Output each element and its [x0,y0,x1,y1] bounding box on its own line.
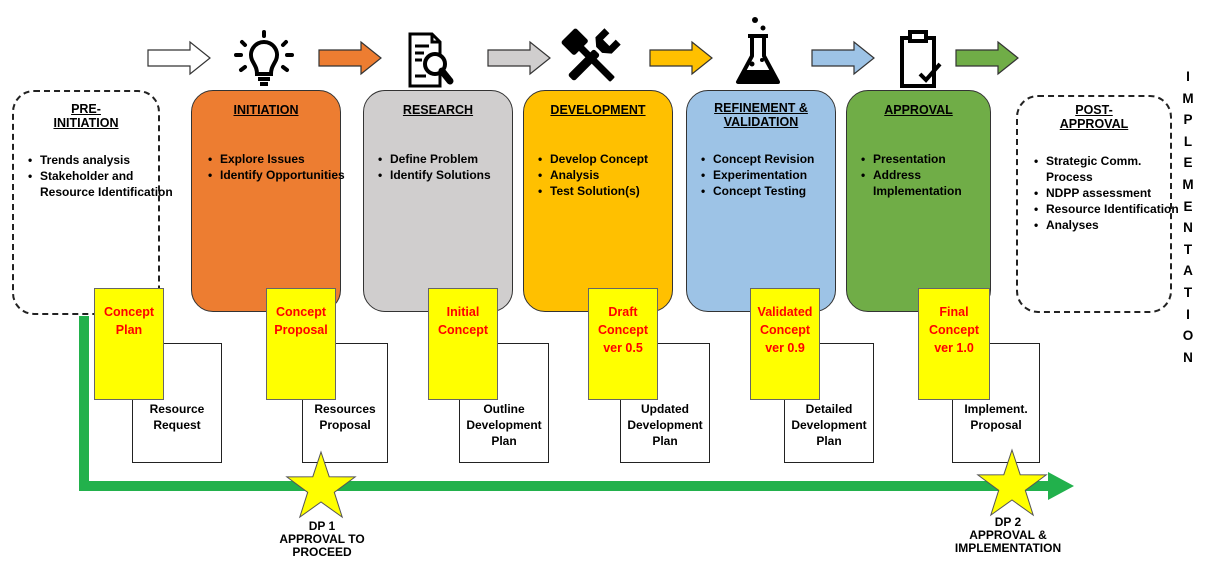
phase-bullet-item: Concept Revision [701,151,851,167]
process-arrow [318,40,382,76]
vertical-label-letter: M [1182,90,1194,106]
phase-bullet-item: Strategic Comm. Process [1034,153,1186,185]
phase-bullet-list: Trends analysisStakeholder and Resource … [26,152,174,200]
phase-bullet-item: Explore Issues [208,151,354,167]
phase-bullet-list: PresentationAddress Implementation [859,151,1003,199]
phase-title: APPROVAL [884,103,953,117]
concept-document: Validated Concept ver 0.9 [750,288,820,400]
flask-icon [736,17,780,84]
phase-box-post-approval: POST- APPROVALStrategic Comm. ProcessNDP… [1016,95,1179,313]
process-arrow [147,40,211,76]
decision-point-2-label: DP 2 APPROVAL & IMPLEMENTATION [954,515,1062,555]
supporting-document-label: Resource Request [149,402,205,432]
process-arrow [955,40,1019,76]
vertical-label-letter: L [1183,133,1193,149]
phase-title: RESEARCH [402,103,474,117]
supporting-document-label: Outline Development Plan [466,402,542,448]
phase-box-research: RESEARCHDefine ProblemIdentify Solutions [363,90,513,312]
vertical-label-letter: N [1183,349,1193,365]
phase-title: PRE- INITIATION [53,102,119,130]
vertical-label-letter: N [1183,220,1193,236]
phase-box-initiation: INITIATIONExplore IssuesIdentify Opportu… [191,90,345,312]
phase-bullet-item: Trends analysis [28,152,174,168]
process-arrow [487,40,551,76]
phase-title: DEVELOPMENT [550,103,646,117]
phase-bullet-item: Concept Testing [701,183,851,199]
phase-bullet-item: Stakeholder and Resource Identification [28,168,174,200]
supporting-document [459,343,549,463]
vertical-label-letter: I [1186,69,1190,84]
vertical-label-letter: O [1182,328,1194,344]
process-arrow [649,40,713,76]
phase-bullet-item: Develop Concept [538,151,686,167]
phase-title: INITIATION [233,103,299,117]
concept-document: Concept Plan [94,288,164,400]
phase-bullet-item: Analysis [538,167,686,183]
phase-box-development: DEVELOPMENTDevelop ConceptAnalysisTest S… [523,90,673,312]
decision-point-1-label: DP 1 APPROVAL TO PROCEED [279,519,365,559]
lightbulb-icon [234,30,294,86]
phase-bullet-list: Strategic Comm. ProcessNDPP assessmentRe… [1032,153,1186,233]
tools-icon [561,28,621,82]
phase-bullet-list: Define ProblemIdentify Solutions [376,151,526,183]
phase-bullet-item: Resource Identification [1034,201,1186,217]
phase-bullet-item: Experimentation [701,167,851,183]
phase-bullet-item: Analyses [1034,217,1186,233]
phase-bullet-item: NDPP assessment [1034,185,1186,201]
timeline-arrow [79,316,1074,500]
phase-bullet-list: Develop ConceptAnalysisTest Solution(s) [536,151,686,199]
phase-bullet-item: Identify Solutions [378,167,526,183]
phase-bullet-item: Test Solution(s) [538,183,686,199]
phase-bullet-item: Address Implementation [861,167,1003,199]
phase-box-pre-initiation: PRE- INITIATION Trends analysisStakeholde… [12,90,173,315]
concept-document: Initial Concept [428,288,498,400]
vertical-label-letter: E [1183,155,1193,171]
phase-box-approval: APPROVALPresentationAddress Implementati… [846,90,991,312]
clipboard-check-icon [900,30,942,88]
vertical-label-letter: P [1183,112,1193,128]
vertical-label-letter: I [1186,306,1190,322]
vertical-label-letter: E [1183,198,1193,214]
phase-bullet-item: Presentation [861,151,1003,167]
phase-bullet-list: Explore IssuesIdentify Opportunities [206,151,354,183]
vertical-label-letter: A [1183,263,1193,279]
supporting-document-label: Resources Proposal [314,402,376,432]
concept-document: Draft Concept ver 0.5 [588,288,658,400]
process-arrow [811,40,875,76]
phase-bullet-item: Identify Opportunities [208,167,354,183]
phase-title: REFINEMENT & VALIDATION [714,101,808,129]
supporting-document-label: Updated Development Plan [627,402,703,448]
vertical-label-letter: T [1183,285,1193,300]
document-search-icon [408,32,454,88]
supporting-document-label: Detailed Development Plan [791,402,867,448]
phase-title: POST- APPROVAL [1059,103,1129,131]
supporting-document-label: Implement. Proposal [964,402,1028,432]
phase-box-refinement-validation: REFINEMENT & VALIDATIONConcept RevisionE… [686,90,836,312]
concept-document: Concept Proposal [266,288,336,400]
phase-bullet-item: Define Problem [378,151,526,167]
phase-bullet-list: Concept RevisionExperimentationConcept T… [699,151,851,199]
vertical-label-letter: M [1182,177,1194,192]
vertical-label-letter: T [1183,241,1193,257]
concept-document: Final Concept ver 1.0 [918,288,990,400]
